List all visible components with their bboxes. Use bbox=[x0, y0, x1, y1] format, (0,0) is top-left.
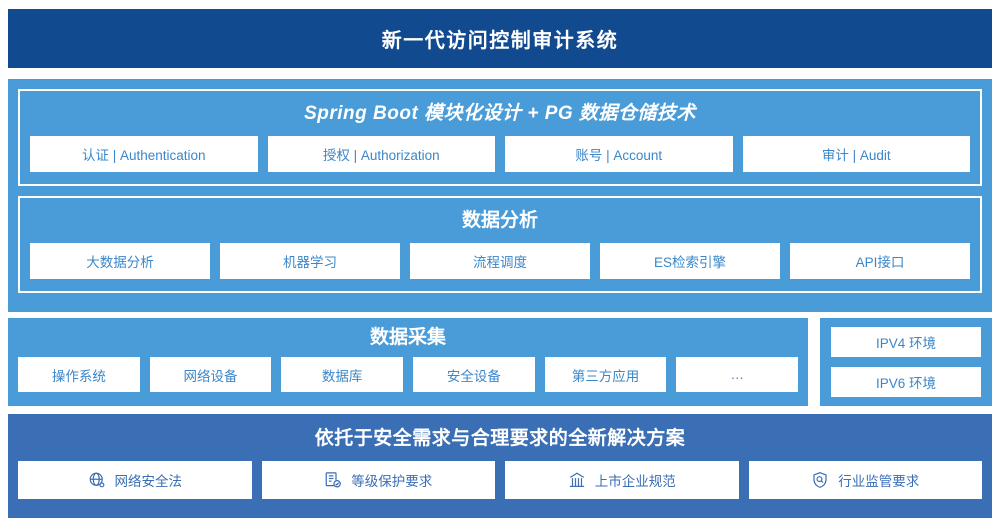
bank-icon bbox=[568, 471, 586, 489]
card-es-search-engine[interactable]: ES检索引擎 bbox=[600, 243, 780, 279]
ip-environment-panel: IPV4 环境 IPV6 环境 bbox=[820, 318, 992, 406]
card-security-device[interactable]: 安全设备 bbox=[413, 357, 535, 392]
data-analysis-card-row: 大数据分析 机器学习 流程调度 ES检索引擎 API接口 bbox=[30, 243, 970, 279]
card-machine-learning[interactable]: 机器学习 bbox=[220, 243, 400, 279]
compliance-title: 依托于安全需求与合理要求的全新解决方案 bbox=[314, 428, 686, 449]
data-analysis-section-title: 数据分析 bbox=[461, 210, 538, 231]
page-title-bar: 新一代访问控制审计系统 bbox=[8, 9, 992, 68]
card-audit[interactable]: 审计 | Audit bbox=[742, 136, 970, 172]
card-process-scheduling[interactable]: 流程调度 bbox=[410, 243, 590, 279]
spring-boot-card-row: 认证 | Authentication 授权 | Authorization 账… bbox=[30, 136, 970, 172]
card-listed-enterprise-standard[interactable]: 上市企业规范 bbox=[505, 461, 739, 499]
card-ipv4-environment[interactable]: IPV4 环境 bbox=[831, 327, 981, 357]
data-collection-panel: 数据采集 操作系统 网络设备 数据库 安全设备 第三方应用 … bbox=[8, 318, 808, 406]
platform-panel: Spring Boot 模块化设计 + PG 数据仓储技术 认证 | Authe… bbox=[8, 79, 992, 312]
card-classified-protection[interactable]: 等级保护要求 bbox=[261, 461, 495, 499]
card-operating-system[interactable]: 操作系统 bbox=[18, 357, 140, 392]
compliance-card-row: 网络安全法 等级保护要求 bbox=[18, 461, 982, 499]
data-collection-title: 数据采集 bbox=[369, 327, 446, 348]
card-more-ellipsis[interactable]: … bbox=[676, 357, 799, 392]
card-authorization[interactable]: 授权 | Authorization bbox=[267, 136, 495, 172]
data-collection-card-row: 操作系统 网络设备 数据库 安全设备 第三方应用 … bbox=[18, 357, 799, 392]
card-label: 网络安全法 bbox=[114, 474, 183, 489]
card-account[interactable]: 账号 | Account bbox=[505, 136, 733, 172]
card-industry-regulation[interactable]: 行业监管要求 bbox=[748, 461, 982, 499]
card-label: 行业监管要求 bbox=[838, 474, 920, 489]
card-database[interactable]: 数据库 bbox=[281, 357, 404, 392]
spring-boot-section: Spring Boot 模块化设计 + PG 数据仓储技术 认证 | Authe… bbox=[18, 89, 982, 186]
card-api-interface[interactable]: API接口 bbox=[790, 243, 970, 279]
card-big-data-analysis[interactable]: 大数据分析 bbox=[30, 243, 210, 279]
document-check-icon bbox=[324, 471, 342, 489]
card-ipv6-environment[interactable]: IPV6 环境 bbox=[831, 367, 981, 397]
globe-icon bbox=[88, 471, 106, 489]
data-analysis-section: 数据分析 大数据分析 机器学习 流程调度 ES检索引擎 API接口 bbox=[18, 196, 982, 293]
compliance-panel: 依托于安全需求与合理要求的全新解决方案 网络安全法 bbox=[8, 414, 992, 518]
card-authentication[interactable]: 认证 | Authentication bbox=[30, 136, 258, 172]
card-network-device[interactable]: 网络设备 bbox=[149, 357, 272, 392]
page-title: 新一代访问控制审计系统 bbox=[381, 30, 619, 52]
shield-search-icon bbox=[811, 471, 829, 489]
card-cybersecurity-law[interactable]: 网络安全法 bbox=[18, 461, 252, 499]
spring-boot-section-title: Spring Boot 模块化设计 + PG 数据仓储技术 bbox=[304, 103, 696, 124]
card-label: 上市企业规范 bbox=[594, 474, 676, 489]
card-third-party-app[interactable]: 第三方应用 bbox=[544, 357, 667, 392]
card-label: 等级保护要求 bbox=[351, 474, 433, 489]
